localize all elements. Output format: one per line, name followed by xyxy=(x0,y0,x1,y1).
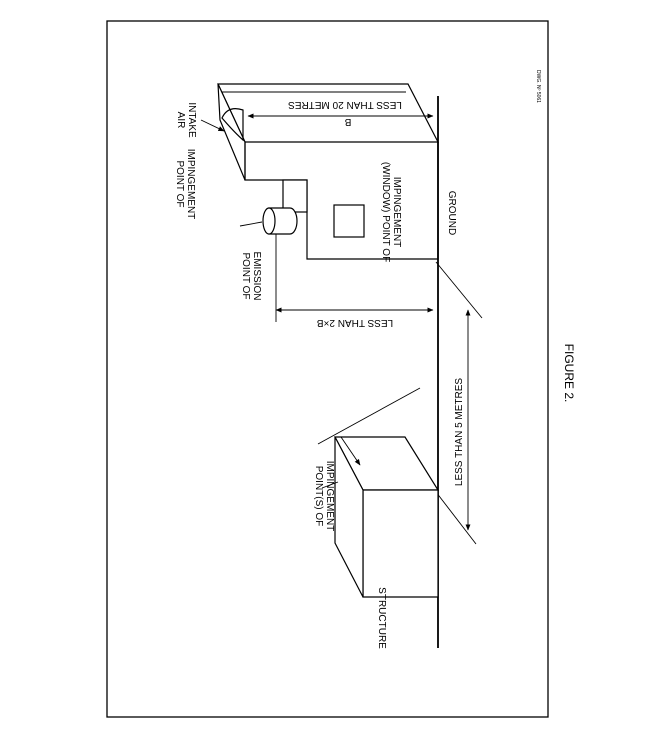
svg-text:POINT OF: POINT OF xyxy=(240,252,251,299)
svg-text:IMPINGEMENT: IMPINGEMENT xyxy=(324,461,335,532)
downwind-structure xyxy=(334,436,440,598)
air-intake-leader xyxy=(200,119,225,132)
ground-label: GROUND xyxy=(446,191,457,235)
emitting-building xyxy=(217,83,439,260)
figure-caption: FIGURE 2. xyxy=(562,344,576,403)
emission-stack xyxy=(262,179,308,235)
points-impingement-arrow xyxy=(340,436,361,466)
svg-text:AIR: AIR xyxy=(175,112,186,129)
dimension-2xb xyxy=(275,234,434,322)
window xyxy=(333,204,365,238)
point-of-emission-label: POINT OF EMISSION xyxy=(240,252,262,301)
structure-label: STRUCTURE xyxy=(376,587,387,649)
emission-leader xyxy=(239,221,263,227)
air-intake-opening xyxy=(221,108,244,142)
points-leader xyxy=(321,481,339,489)
page-frame xyxy=(106,20,549,718)
less-than-5-label: LESS THAN 5 METRES xyxy=(454,378,465,487)
svg-text:INTAKE: INTAKE xyxy=(186,102,197,138)
dimension-5-metres xyxy=(435,261,483,545)
less-than-2xb-label: LESS THAN 2×B xyxy=(317,317,394,328)
points-of-impingement-label: POINT(S) OF IMPINGEMENT xyxy=(313,461,335,532)
svg-text:IMPINGEMENT: IMPINGEMENT xyxy=(391,177,402,248)
dimension-b-label: B xyxy=(344,116,351,127)
svg-text:IMPINGEMENT: IMPINGEMENT xyxy=(185,149,196,220)
point-of-impingement-top-label: POINT OF IMPINGEMENT xyxy=(174,149,196,220)
plume-line xyxy=(317,387,421,445)
window-point-label: (WINDOW) POINT OF IMPINGEMENT xyxy=(380,162,402,262)
drawing-number: DWG. Nº 5061 xyxy=(535,70,541,103)
svg-text:POINT OF: POINT OF xyxy=(174,160,185,207)
less-than-20-label: LESS THAN 20 METRES xyxy=(288,99,402,110)
air-intake-label: AIR INTAKE xyxy=(175,102,197,138)
svg-text:EMISSION: EMISSION xyxy=(251,252,262,301)
svg-text:POINT(S) OF: POINT(S) OF xyxy=(313,466,324,527)
svg-text:(WINDOW) POINT OF: (WINDOW) POINT OF xyxy=(380,162,391,262)
